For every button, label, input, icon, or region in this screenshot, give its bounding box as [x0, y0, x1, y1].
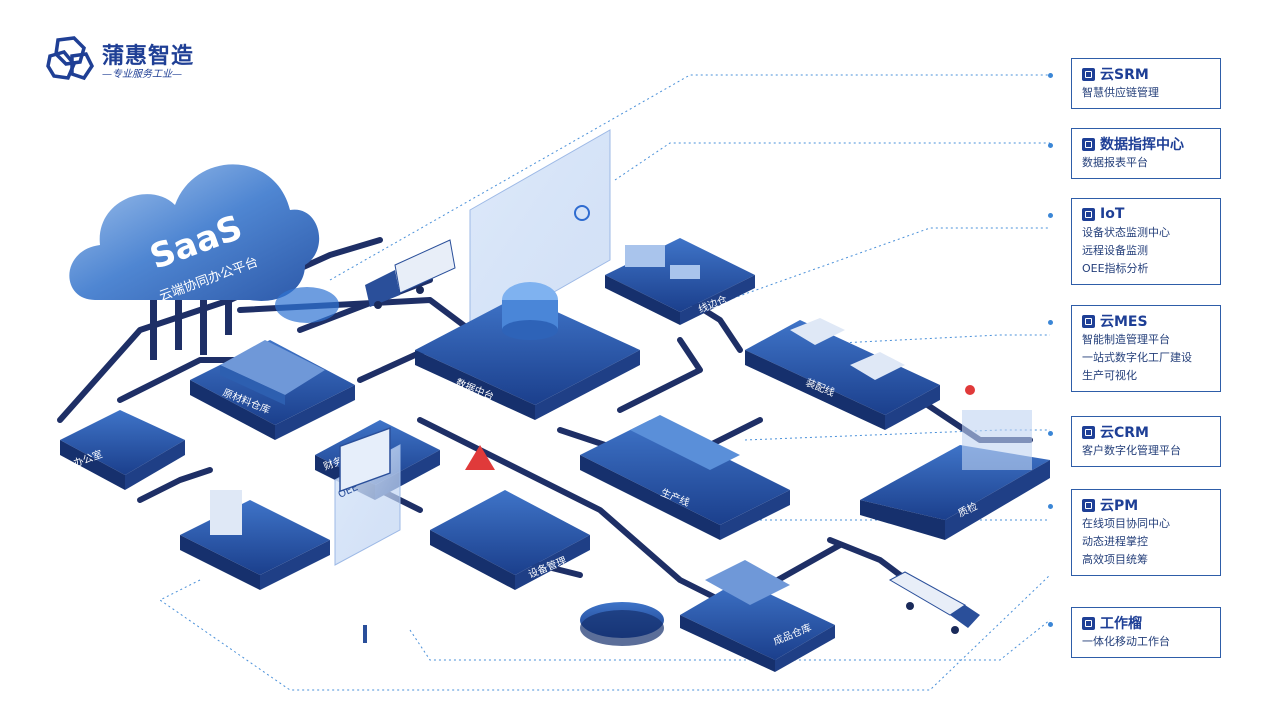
module-card-title: 数据指挥中心 [1100, 137, 1184, 153]
module-card-header: 云MES [1082, 311, 1220, 331]
mobile-phone-icon [1082, 616, 1095, 630]
module-card-line: OEE指标分析 [1082, 262, 1149, 275]
module-card-line: 远程设备监测 [1082, 244, 1148, 257]
module-card-title: 云SRM [1100, 67, 1149, 83]
brand-slogan: —专业服务工业— [102, 69, 182, 80]
connector-dot [1048, 320, 1053, 325]
platform-line-side-warehouse: 线边仓 [605, 238, 755, 325]
module-card-header: 工作榴 [1082, 613, 1220, 633]
module-card-header: 云SRM [1082, 64, 1220, 84]
platform-raw-material-warehouse: 原材料仓库 [190, 340, 355, 440]
platform-quality-inspection: 质检 [860, 385, 1050, 540]
module-card-line: 设备状态监测中心 [1082, 226, 1170, 239]
connector-dot [1048, 431, 1053, 436]
connector-dot [1048, 73, 1053, 78]
connector-dot [1048, 504, 1053, 509]
module-card-header: IoT [1082, 204, 1220, 224]
iot-device-icon [1082, 207, 1095, 221]
module-card-line: 在线项目协同中心 [1082, 517, 1170, 530]
data-hologram-screen [469, 129, 611, 341]
platform-meeting [580, 602, 664, 646]
module-card-title: 云CRM [1100, 425, 1149, 441]
module-card-line: 生产可视化 [1082, 369, 1137, 382]
module-card-line: 智能制造管理平台 [1082, 333, 1170, 346]
module-card-title: 云PM [1100, 498, 1139, 514]
module-card-5[interactable]: 云CRM 客户数字化管理平台 [1071, 416, 1221, 467]
connector-dot [1048, 622, 1053, 627]
brand-title: 蒲惠智造 [102, 44, 195, 69]
module-card-3[interactable]: IoT 设备状态监测中心远程设备监测 OEE指标分析 [1071, 198, 1221, 285]
module-card-6[interactable]: 云PM 在线项目协同中心动态进程掌控高效项目统筹 [1071, 489, 1221, 576]
delivery-truck-top [365, 239, 456, 309]
module-card-line: 智慧供应链管理 [1082, 86, 1159, 99]
platform-reception [180, 490, 330, 590]
mes-user-icon [1082, 314, 1095, 328]
platform-production-line: 生产线 [580, 415, 790, 540]
pm-list-icon [1082, 498, 1095, 512]
module-card-line: 高效项目统筹 [1082, 553, 1148, 566]
platform-data-center: 数据中台 [415, 282, 640, 420]
module-card-title: IoT [1100, 206, 1125, 222]
monitor-terminal [339, 427, 391, 643]
module-card-line: 数据报表平台 [1082, 156, 1148, 169]
module-card-title: 工作榴 [1100, 616, 1142, 632]
module-card-4[interactable]: 云MES 智能制造管理平台一站式数字化工厂建设生产可视化 [1071, 305, 1221, 392]
module-card-title: 云MES [1100, 314, 1148, 330]
module-card-line: 动态进程掌控 [1082, 535, 1148, 548]
connector-dot [1048, 143, 1053, 148]
module-card-1[interactable]: 云SRM 智慧供应链管理 [1071, 58, 1221, 109]
brand-logo: 蒲惠智造 —专业服务工业— [44, 34, 204, 84]
module-card-line: 一站式数字化工厂建设 [1082, 351, 1192, 364]
saas-cloud: SaaS 云端协同办公平台 [69, 164, 320, 360]
platform-assembly-line: 装配线 [745, 318, 940, 430]
module-card-header: 云CRM [1082, 422, 1220, 442]
connector-dot [1048, 213, 1053, 218]
platform-office: 办公室 [60, 410, 185, 490]
platform-finished-goods-warehouse: 成品仓库 [680, 560, 835, 672]
delivery-truck-bottom [888, 571, 980, 634]
logo-mark-icon [46, 36, 94, 81]
module-card-2[interactable]: 数据指挥中心数据报表平台 [1071, 128, 1221, 179]
supply-chain-icon [1082, 67, 1095, 81]
crm-grid-icon [1082, 425, 1095, 439]
module-card-line: 客户数字化管理平台 [1082, 444, 1181, 457]
module-card-line: 一体化移动工作台 [1082, 635, 1170, 648]
data-screen-icon [1082, 137, 1095, 151]
module-card-header: 数据指挥中心 [1082, 134, 1220, 154]
module-card-header: 云PM [1082, 495, 1220, 515]
module-card-7[interactable]: 工作榴一体化移动工作台 [1071, 607, 1221, 658]
